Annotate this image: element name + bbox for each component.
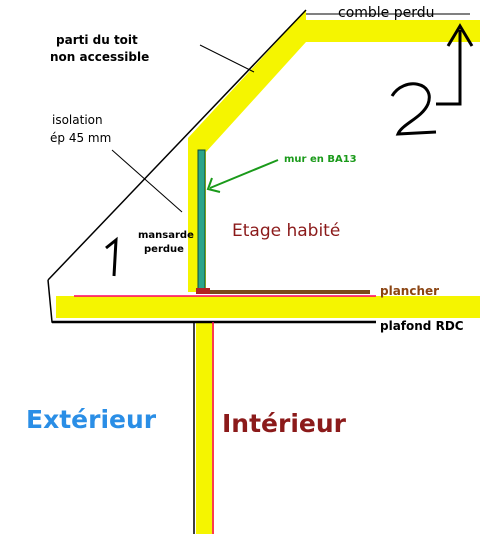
roof-insulation [188,10,306,162]
floor-insulation [56,296,480,318]
label-mansarde-1: mansarde [138,230,194,241]
label-mur: mur en BA13 [284,154,357,165]
up-arrow-head [446,23,474,47]
label-isolation-1: isolation [52,113,103,127]
wall-base-marker [196,288,210,294]
label-interieur: Intérieur [222,409,347,438]
label-exterieur: Extérieur [26,405,157,434]
attic-insulation [306,20,480,42]
label-toit-2: non accessible [50,50,149,64]
toit-leader [199,44,255,73]
number-2-glyph [390,82,437,136]
label-isolation-2: ép 45 mm [50,131,111,145]
up-arrow-shaft [436,30,462,106]
label-plancher: plancher [380,284,439,298]
ba13-arrow [209,159,279,189]
label-etage: Etage habité [232,221,340,241]
label-plafond: plafond RDC [380,319,464,333]
label-toit-1: parti du toit [56,33,138,47]
roof-line [47,9,307,281]
ba13-arrowhead [206,177,221,193]
label-comble: comble perdu [338,5,435,21]
number-1-glyph [105,236,118,277]
isolation-leader [111,149,183,213]
wall-insulation [196,322,214,534]
label-mansarde-2: perdue [144,244,184,255]
ba13-wall [197,149,206,291]
